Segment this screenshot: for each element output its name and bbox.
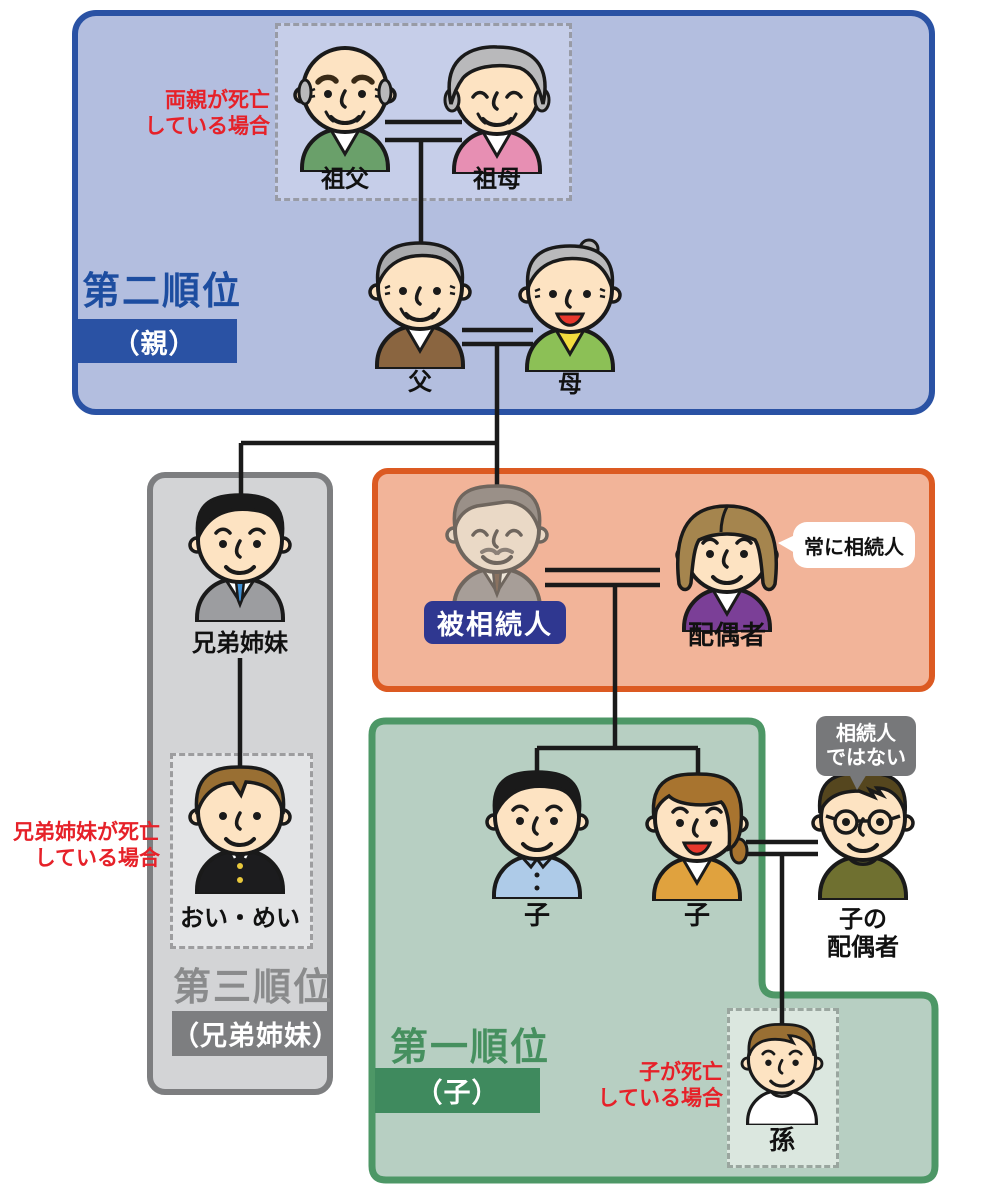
spouse-figure <box>662 498 792 632</box>
father-figure <box>355 235 485 369</box>
nephew-figure <box>175 760 305 894</box>
child2-label: 子 <box>683 900 710 930</box>
nephew-label: おい・めい <box>180 905 300 932</box>
not-heir-bubble-tail <box>849 774 867 790</box>
child-spouse-label: 子の 配偶者 <box>827 906 899 961</box>
always-heir-bubble-tail <box>778 535 795 553</box>
third-rank-title: 第三順位 <box>172 967 333 1009</box>
decedent-badge: 被相続人 <box>424 601 566 644</box>
spouse-label: 配偶者 <box>687 620 766 650</box>
grandchild-figure <box>730 1018 834 1126</box>
second-rank-badge: （親） <box>72 319 237 363</box>
grandmother-label: 祖母 <box>473 166 521 193</box>
not-heir-bubble: 相続人 ではない <box>816 716 916 776</box>
child-spouse-figure <box>798 766 928 900</box>
sibling-figure <box>175 488 305 622</box>
grandmother-figure <box>432 40 562 174</box>
parents-deceased-note: 両親が死亡 している場合 <box>144 89 270 138</box>
second-rank-title: 第二順位 <box>82 271 243 313</box>
grandfather-figure <box>280 38 410 172</box>
decedent-figure <box>432 478 562 612</box>
mother-label: 母 <box>558 371 582 398</box>
mother-figure <box>505 238 635 372</box>
child2-figure <box>632 767 762 901</box>
child-deceased-note: 子が死亡 している場合 <box>597 1061 723 1110</box>
always-heir-bubble: 常に相続人 <box>793 522 915 568</box>
siblings-deceased-note: 兄弟姉妹が死亡 している場合 <box>13 821 160 870</box>
father-label: 父 <box>408 369 432 396</box>
third-rank-badge: （兄弟姉妹） <box>172 1011 339 1056</box>
child1-label: 子 <box>523 900 550 930</box>
first-rank-title: 第一順位 <box>390 1027 551 1069</box>
grandfather-label: 祖父 <box>321 166 369 193</box>
grandchild-label: 孫 <box>768 1125 795 1155</box>
child1-figure <box>472 765 602 899</box>
first-rank-badge: （子） <box>375 1068 540 1113</box>
sibling-label: 兄弟姉妹 <box>192 630 288 657</box>
